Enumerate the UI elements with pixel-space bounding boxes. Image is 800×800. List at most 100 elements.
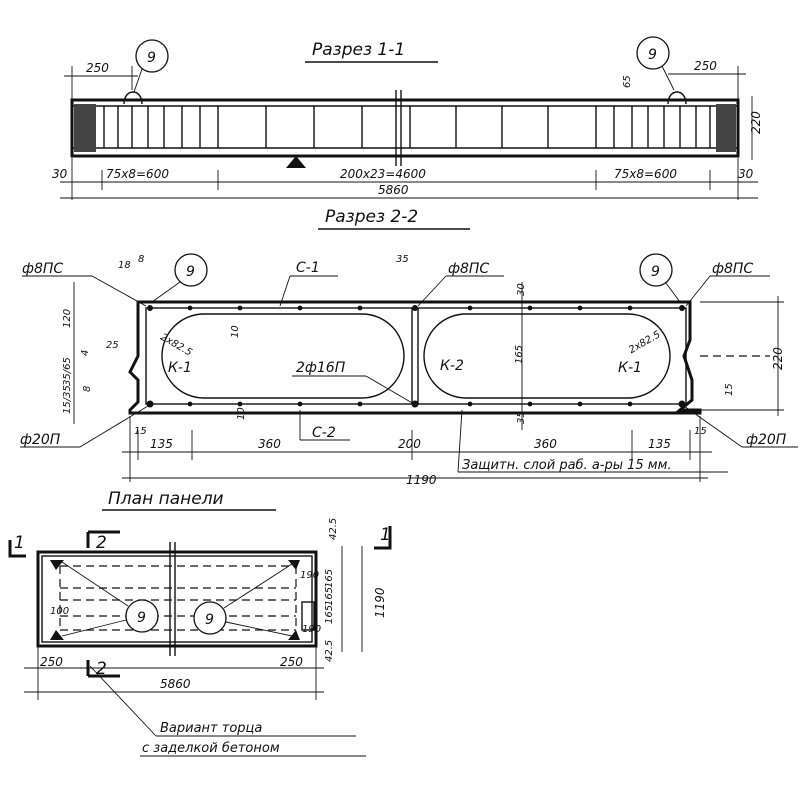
plan-note-line1: Вариант торца [160, 721, 262, 736]
dim-left-top: 250 [86, 61, 109, 75]
label-rebar-top-left: ф8ПС [22, 261, 63, 277]
svg-text:9: 9 [186, 264, 195, 280]
section-2-2: Разрез 2-2 9 9 [20, 207, 798, 487]
plan-dim-total: 5860 [160, 677, 191, 691]
dim-165: 165 [514, 345, 525, 364]
label-rebar-bottom-right: ф20П [746, 432, 787, 448]
plan-panel-outline [36, 550, 318, 648]
dim-b-360-left: 360 [258, 437, 281, 451]
dim-b-15-right: 15 [694, 426, 707, 437]
plan-view: План панели 1 1 2 2 9 [8, 489, 392, 757]
label-c2: С-2 [312, 425, 336, 441]
rebar-cage [145, 307, 687, 405]
plan-dim-190-b: 190 [302, 624, 321, 635]
plan-dim-250-right: 250 [280, 655, 303, 669]
plan-title: План панели [108, 489, 224, 509]
marker-9-right: 9 [636, 36, 675, 91]
lifting-loop-left [123, 91, 143, 105]
marker-9-left: 9 [133, 39, 169, 93]
void-right [423, 313, 671, 399]
dim-b-15-left: 15 [134, 426, 147, 437]
svg-text:9: 9 [147, 50, 156, 66]
beam-stirrups [103, 106, 711, 148]
label-rebar-top-right: ф8ПС [712, 261, 753, 277]
plan-dim-165-a: 165 [324, 569, 335, 588]
plan-dim-165-b: 165 [324, 587, 335, 606]
dim-4: 4 [80, 350, 91, 356]
plan-dim-height: 1190 [373, 587, 387, 618]
dim-middle-span: 200x23=4600 [340, 167, 426, 181]
cut-1-right [374, 526, 392, 550]
dim-b-135-left: 135 [150, 437, 173, 451]
svg-text:2: 2 [96, 533, 107, 553]
dim-top-35: 35 [396, 254, 409, 265]
plan-dim-250-left: 250 [40, 655, 63, 669]
label-mid-bars: 2ф16П [296, 360, 346, 376]
dim-25: 25 [106, 340, 119, 351]
marker-9-plan-left: 9 [61, 561, 159, 637]
dim-8: 8 [82, 386, 93, 392]
label-rebar-top-mid: ф8ПС [448, 261, 489, 277]
dim-right-65: 65 [622, 75, 633, 88]
rebar-dots [146, 305, 686, 408]
svg-text:1: 1 [380, 525, 391, 545]
dim-section-height: 220 [771, 347, 785, 370]
svg-text:9: 9 [648, 47, 657, 63]
dim-right-top: 250 [694, 59, 717, 73]
support-triangle [286, 156, 306, 168]
svg-text:9: 9 [205, 612, 214, 628]
dim-120: 120 [62, 309, 73, 328]
section-2-2-title: Разрез 2-2 [325, 207, 418, 227]
marker-9-plan-right: 9 [193, 563, 293, 637]
dim-left-span: 75x8=600 [106, 167, 169, 181]
void-left [161, 313, 405, 399]
svg-text:9: 9 [137, 610, 146, 626]
dim-b-200: 200 [398, 437, 421, 451]
plan-end-detail [301, 601, 315, 631]
plan-dim-100: 100 [50, 606, 69, 617]
section-1-1-title: Разрез 1-1 [312, 40, 405, 60]
svg-text:2: 2 [96, 659, 107, 679]
cover-note: Защитн. слой раб. а-ры 15 мм. [462, 458, 672, 473]
label-k1-left: К-1 [168, 360, 192, 376]
label-k1-right: К-1 [618, 360, 642, 376]
dim-b-360-right: 360 [534, 437, 557, 451]
dim-15-35: 15/35 [62, 385, 73, 414]
dim-left-end: 30 [52, 167, 68, 181]
dim-top-18: 18 [118, 260, 131, 271]
dim-right-15: 15 [724, 383, 735, 396]
dim-right-span: 75x8=600 [614, 167, 677, 181]
label-k2: К-2 [440, 358, 464, 374]
panel-section-outline [128, 300, 702, 415]
dim-10-top: 10 [230, 325, 241, 338]
beam-left-end-hatch [74, 104, 96, 152]
cut-2-top [86, 530, 120, 548]
plan-dim-42-top: 42.5 [328, 518, 339, 540]
beam-right-end-hatch [716, 104, 736, 152]
marker-9-left-section: 9 [151, 253, 208, 303]
dim-30: 30 [516, 283, 527, 296]
plan-dim-165-c: 165 [324, 605, 335, 624]
label-rebar-bottom-left: ф20П [20, 432, 61, 448]
plan-dim-190: 190 [300, 570, 319, 581]
plan-note-leader [89, 665, 157, 737]
dim-35-low: 35 [516, 411, 527, 424]
label-c1: С-1 [296, 260, 320, 276]
dim-35-65: 35/65 [62, 357, 73, 386]
dim-total: 5860 [378, 183, 409, 197]
dim-10-bot: 10 [236, 407, 247, 420]
dim-right-end: 30 [738, 167, 754, 181]
svg-text:1: 1 [14, 533, 25, 553]
dim-section-total: 1190 [406, 473, 437, 487]
beam-outline [70, 98, 740, 158]
svg-text:9: 9 [651, 264, 660, 280]
dim-k-right: 2x82.5 [627, 329, 662, 356]
dim-height: 220 [749, 111, 763, 134]
plan-dim-42-bot: 42.5 [324, 640, 335, 662]
plan-loops [50, 560, 300, 640]
plan-note-line2: с заделкой бетоном [142, 741, 280, 756]
dim-b-135-right: 135 [648, 437, 671, 451]
section-1-1: Разрез 1-1 [52, 36, 763, 200]
